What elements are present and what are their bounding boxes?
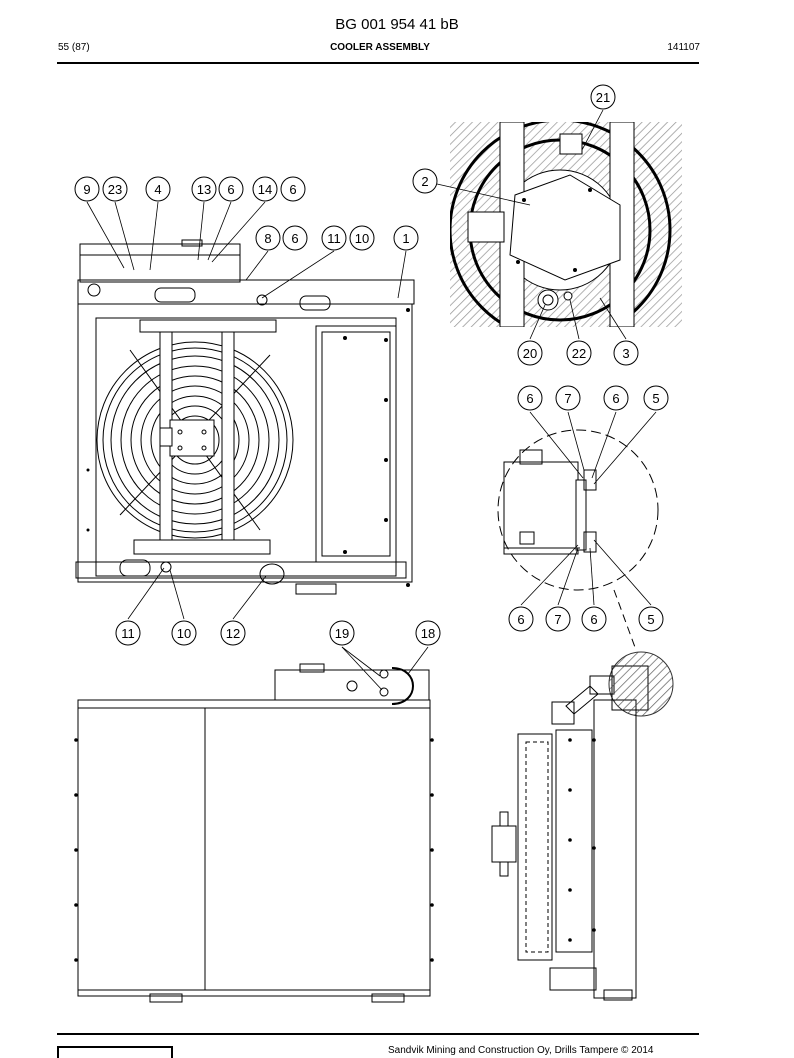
rear-view (74, 663, 434, 1003)
svg-text:4: 4 (154, 182, 161, 197)
callout-balloon: 4 (145, 176, 171, 202)
svg-text:19: 19 (335, 626, 349, 641)
side-view (491, 651, 674, 1001)
leader-lines (86, 109, 657, 691)
svg-text:10: 10 (355, 231, 369, 246)
callout-balloon: 3 (613, 340, 639, 366)
svg-text:5: 5 (647, 612, 654, 627)
callout-balloon: 6 (282, 225, 308, 251)
callout-balloon: 10 (171, 620, 197, 646)
upper-header (77, 279, 415, 305)
callout-balloon: 6 (280, 176, 306, 202)
callout-balloon: 20 (517, 340, 543, 366)
svg-text:2: 2 (421, 174, 428, 189)
svg-text:11: 11 (327, 231, 341, 246)
callout-balloon: 5 (638, 606, 664, 632)
callout-balloon: 6 (517, 385, 543, 411)
callout-balloon: 10 (349, 225, 375, 251)
section-title: COOLER ASSEMBLY (330, 42, 430, 53)
fan-ring (96, 341, 294, 539)
front-view (75, 239, 415, 595)
svg-text:3: 3 (622, 346, 629, 361)
callout-balloon: 18 (415, 620, 441, 646)
valve-detail-view (497, 429, 659, 651)
callout-balloons: 9 23 4 13 6 14 6 8 6 11 10 1 2 21 20 22 … (74, 84, 669, 646)
callout-balloon: 12 (220, 620, 246, 646)
date-code: 141107 (667, 42, 700, 53)
svg-text:6: 6 (291, 231, 298, 246)
callout-balloon: 5 (643, 385, 669, 411)
svg-text:7: 7 (554, 612, 561, 627)
callout-balloon: 19 (329, 620, 355, 646)
callout-balloon: 8 (255, 225, 281, 251)
svg-text:14: 14 (258, 182, 272, 197)
main-frame (77, 303, 413, 583)
svg-text:21: 21 (596, 90, 610, 105)
svg-text:6: 6 (526, 391, 533, 406)
callout-balloon: 1 (393, 225, 419, 251)
callout-balloon: 6 (603, 385, 629, 411)
svg-text:20: 20 (523, 346, 537, 361)
motor-body (509, 174, 621, 281)
callout-balloon: 2 (412, 168, 438, 194)
svg-text:6: 6 (590, 612, 597, 627)
svg-text:13: 13 (197, 182, 211, 197)
brand-logo (57, 1046, 173, 1058)
callout-balloon: 13 (191, 176, 217, 202)
side-frame (593, 699, 637, 999)
callout-balloon: 7 (555, 385, 581, 411)
callout-balloon: 21 (590, 84, 616, 110)
callout-balloon: 6 (581, 606, 607, 632)
svg-text:23: 23 (108, 182, 122, 197)
callout-balloon: 11 (115, 620, 141, 646)
svg-text:9: 9 (83, 182, 90, 197)
callout-balloon: 9 (74, 176, 100, 202)
callout-balloon: 14 (252, 176, 278, 202)
svg-text:22: 22 (572, 346, 586, 361)
rear-top-tank (274, 669, 430, 701)
document-number: BG 001 954 41 bB (335, 16, 459, 33)
svg-text:7: 7 (564, 391, 571, 406)
svg-text:6: 6 (517, 612, 524, 627)
footer-copyright: Sandvik Mining and Construction Oy, Dril… (388, 1045, 654, 1056)
rear-frame (77, 699, 431, 997)
svg-text:11: 11 (121, 626, 135, 641)
svg-text:6: 6 (289, 182, 296, 197)
svg-text:12: 12 (226, 626, 240, 641)
top-tank (79, 243, 241, 283)
motor-detail-view (450, 122, 682, 327)
header-rule (57, 62, 699, 64)
footer-rule (57, 1033, 699, 1035)
page-number: 55 (87) (58, 42, 90, 53)
callout-balloon: 6 (218, 176, 244, 202)
callout-balloon: 11 (321, 225, 347, 251)
svg-text:8: 8 (264, 231, 271, 246)
svg-text:6: 6 (612, 391, 619, 406)
svg-text:6: 6 (227, 182, 234, 197)
cooler-core-panel (315, 325, 397, 563)
hydraulic-motor (169, 419, 215, 457)
detail-marker (608, 651, 674, 717)
callout-balloon: 23 (102, 176, 128, 202)
callout-balloon: 22 (566, 340, 592, 366)
svg-text:10: 10 (177, 626, 191, 641)
svg-text:5: 5 (652, 391, 659, 406)
svg-text:1: 1 (402, 231, 409, 246)
svg-text:18: 18 (421, 626, 435, 641)
callout-balloon: 6 (508, 606, 534, 632)
callout-balloon: 7 (545, 606, 571, 632)
